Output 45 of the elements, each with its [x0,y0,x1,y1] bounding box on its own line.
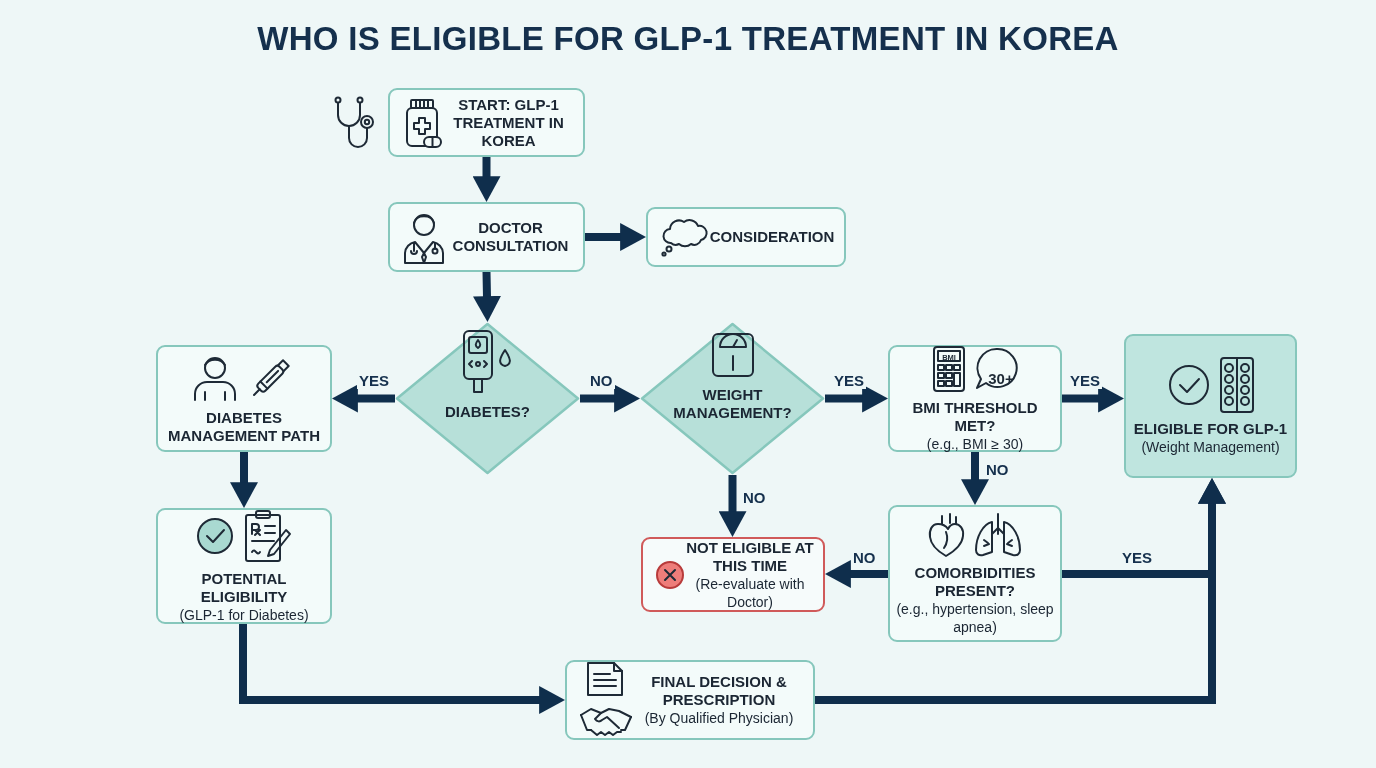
decision-box [888,505,1062,642]
arrow [332,384,395,413]
node-title: FINAL DECISION & PRESCRIPTION [650,673,788,709]
arrow [961,452,989,505]
decision-box [888,345,1062,452]
node-subtext: (e.g., BMI ≥ 30) [926,434,1024,453]
arrow [825,384,888,413]
node-title: BMI THRESHOLD MET? [911,398,1039,435]
node-title: START: GLP-1 TREATMENT IN KOREA [452,95,565,150]
arrow [718,475,747,537]
process-box [388,202,585,272]
node-title: CONSIDERATION [709,228,835,246]
node-title: DIABETES? [445,403,530,421]
arrow [473,271,501,323]
start-box [388,88,585,157]
node-subtext: (e.g., hypertension, sleep apnea) [895,599,1055,636]
arrow [585,223,646,251]
node-subtext: (Re-evaluate with Doctor) [694,574,806,611]
node-title: COMORBIDITIES PRESENT? [913,563,1037,600]
decision-diamond [640,322,825,475]
node-title: DIABETES MANAGEMENT PATH [167,408,321,445]
result-box [1124,334,1297,478]
node-subtext: (Weight Management) [1141,438,1280,456]
node-subtext: (By Qualified Physician) [644,709,794,727]
arrow [239,624,565,714]
arrow [825,560,888,588]
arrow [815,478,1226,704]
process-box [565,660,815,740]
bubble-text: 30+ [987,370,1015,387]
arrow [230,452,258,508]
node-title: ELIGIBLE FOR GLP-1 [1133,420,1288,438]
process-box [156,345,332,452]
process-box [156,508,332,624]
node-title: DOCTOR CONSULTATION [451,219,570,255]
node-title: WEIGHT MANAGEMENT? [672,386,793,422]
arrow [1062,384,1124,413]
process-box [646,207,846,267]
arrow [580,384,640,413]
node-title: POTENTIAL ELIGIBILITY [199,570,289,606]
decision-diamond [395,322,580,475]
arrow [472,157,501,202]
diagram-title: WHO IS ELIGIBLE FOR GLP-1 TREATMENT IN KOREA [256,20,1120,58]
node-subtext: (GLP-1 for Diabetes) [179,606,309,624]
node-title: NOT ELIGIBLE AT THIS TIME [685,538,815,575]
result-box [641,537,825,612]
